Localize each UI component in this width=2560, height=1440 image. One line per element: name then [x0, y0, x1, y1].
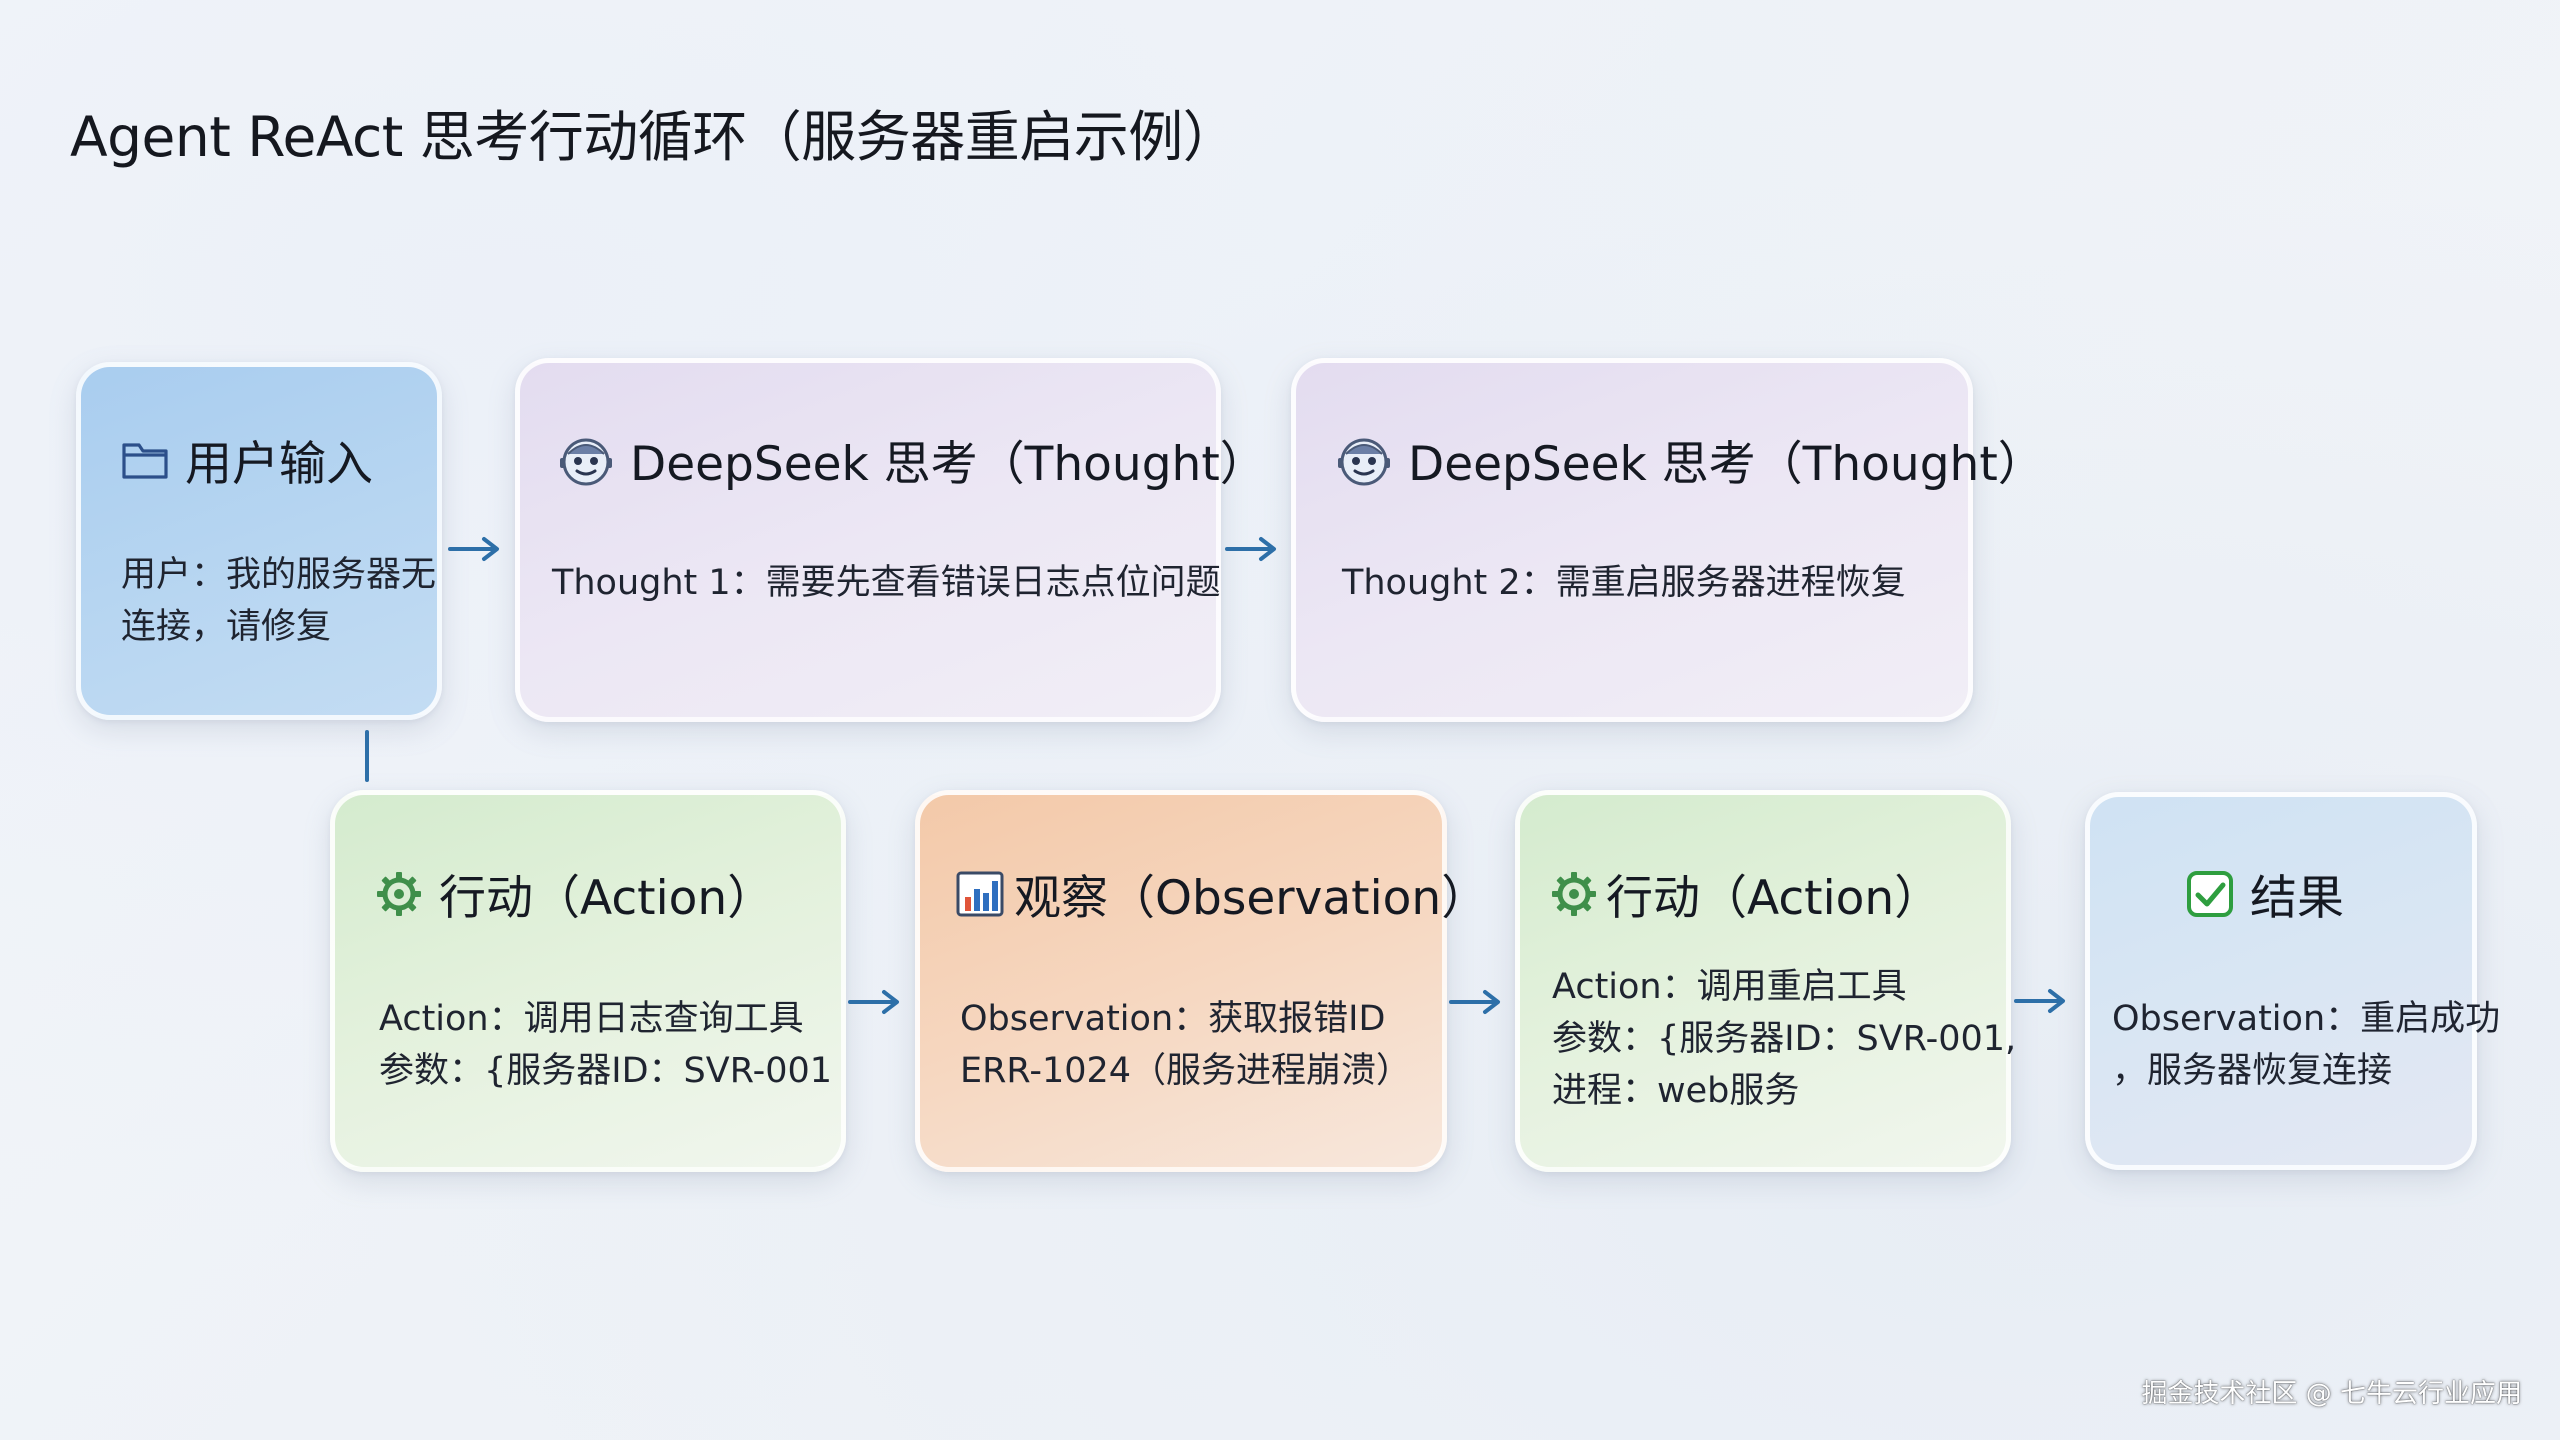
- result-line-1: Observation：重启成功: [2112, 999, 2501, 1039]
- arrow-thought1-to-thought2: [1225, 537, 1276, 561]
- arrow-observation-to-action2: [1449, 990, 1500, 1014]
- gear-icon: [1550, 870, 1598, 918]
- observation-header: 观察（Observation）: [956, 859, 1488, 928]
- thought-1-body: Thought 1：需要先查看错误日志点位问题: [552, 557, 1221, 609]
- action-2-card: 行动（Action） Action：调用重启工具 参数：{服务器ID：SVR-0…: [1515, 790, 2016, 1172]
- thought-2-header: DeepSeek 思考（Thought）: [1336, 425, 2045, 494]
- thought-1-line-1: Thought 1：需要先查看错误日志点位问题: [552, 563, 1221, 603]
- action-2-line-3: 进程：web服务: [1552, 1071, 1800, 1111]
- observation-line-1: Observation：获取报错ID: [960, 999, 1386, 1039]
- action-2-line-1: Action：调用重启工具: [1552, 967, 1907, 1007]
- user-input-title: 用户输入: [185, 437, 373, 492]
- folder-icon: [121, 439, 169, 481]
- action-1-header: 行动（Action）: [375, 859, 774, 928]
- observation-line-2: ERR-1024（服务进程崩溃）: [960, 1051, 1412, 1091]
- robot-face-icon: [1336, 432, 1392, 488]
- gear-icon: [375, 870, 423, 918]
- thought-2-card: DeepSeek 思考（Thought） Thought 2：需重启服务器进程恢…: [1291, 358, 2045, 722]
- user-input-body: 用户：我的服务器无 连接，请修复: [121, 549, 436, 653]
- thought-1-card: DeepSeek 思考（Thought） Thought 1：需要先查看错误日志…: [515, 358, 1267, 722]
- action-2-title: 行动（Action）: [1606, 871, 1942, 926]
- thought-2-title: DeepSeek 思考（Thought）: [1408, 437, 2045, 492]
- observation-title: 观察（Observation）: [1014, 871, 1489, 926]
- observation-body: Observation：获取报错ID ERR-1024（服务进程崩溃）: [960, 993, 1411, 1097]
- action-2-body: Action：调用重启工具 参数：{服务器ID：SVR-001, 进程：web服…: [1552, 961, 2016, 1117]
- page-title: Agent ReAct 思考行动循环（服务器重启示例）: [70, 105, 1238, 169]
- robot-face-icon: [558, 432, 614, 488]
- action-1-title: 行动（Action）: [439, 871, 775, 926]
- thought-2-body: Thought 2：需重启服务器进程恢复: [1342, 557, 1906, 609]
- action-2-header: 行动（Action）: [1550, 859, 1941, 928]
- action-1-card: 行动（Action） Action：调用日志查询工具 参数：{服务器ID：SVR…: [330, 790, 846, 1172]
- result-title: 结果: [2250, 871, 2344, 926]
- result-header: 结果: [2186, 859, 2344, 928]
- arrow-action1-to-observation: [848, 990, 899, 1014]
- result-line-2: ，服务器恢复连接: [2112, 1051, 2393, 1091]
- result-card: 结果 Observation：重启成功 ，服务器恢复连接: [2085, 792, 2500, 1170]
- arrow-input-to-thought1: [448, 537, 499, 561]
- action-1-body: Action：调用日志查询工具 参数：{服务器ID：SVR-001: [379, 993, 832, 1097]
- action-2-line-2: 参数：{服务器ID：SVR-001,: [1552, 1019, 2017, 1059]
- thought-2-line-1: Thought 2：需重启服务器进程恢复: [1342, 563, 1906, 603]
- observation-card: 观察（Observation） Observation：获取报错ID ERR-1…: [915, 790, 1488, 1172]
- watermark: 掘金技术社区 @ 七牛云行业应用: [2141, 1379, 2522, 1409]
- thought-1-title: DeepSeek 思考（Thought）: [630, 437, 1267, 492]
- bar-chart-icon: [956, 871, 1004, 917]
- thought-1-header: DeepSeek 思考（Thought）: [558, 425, 1267, 494]
- user-input-header: 用户输入: [121, 425, 373, 494]
- user-input-line-1: 用户：我的服务器无: [121, 555, 437, 595]
- result-body: Observation：重启成功 ，服务器恢复连接: [2112, 993, 2500, 1097]
- action-1-line-2: 参数：{服务器ID：SVR-001: [379, 1051, 833, 1091]
- user-input-card: 用户输入 用户：我的服务器无 连接，请修复: [76, 362, 442, 720]
- check-box-icon: [2186, 870, 2234, 918]
- arrow-action2-to-result: [2014, 989, 2065, 1013]
- user-input-line-2: 连接，请修复: [121, 607, 332, 647]
- action-1-line-1: Action：调用日志查询工具: [379, 999, 804, 1039]
